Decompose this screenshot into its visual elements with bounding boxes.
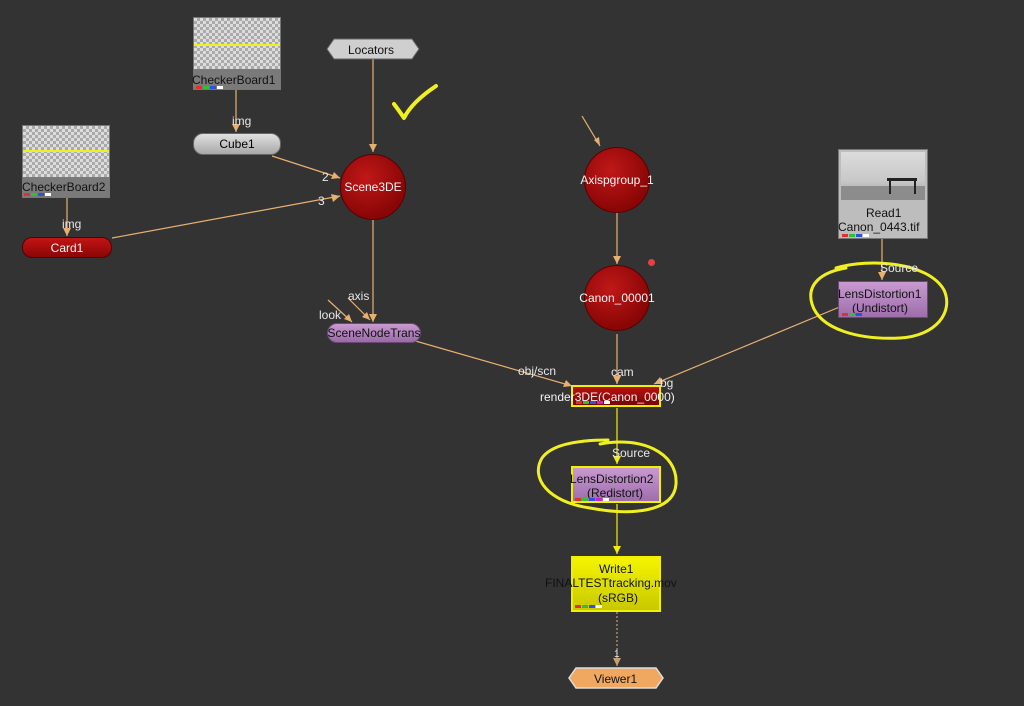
node-caption [194,69,280,89]
annotation-circle-undistort [809,261,949,340]
channel-chips [842,313,862,316]
node-card1[interactable]: Card1 [22,237,112,258]
node-read1-name: Read1 [866,206,902,220]
arrowhead [613,546,621,554]
node-scenenodetrans-label: SceneNodeTrans [327,326,421,340]
pipe-lensdistortion1-render3de [653,305,843,385]
arrowhead [232,124,240,132]
node-locators-label: Locators [348,43,395,57]
node-canon-camera-label: Canon_00001 [579,291,655,305]
arrowhead [654,377,663,384]
annotation-circle-redistort [536,438,678,514]
warning-icon [648,259,655,266]
arrowhead [613,256,621,264]
node-axispgroup[interactable]: Axispgroup_1 [580,147,654,213]
node-canon-camera[interactable]: Canon_00001 [579,265,655,331]
arrowhead [563,380,572,387]
thumbnail-table-leg [889,180,891,194]
thumbnail-table-leg [914,180,916,194]
checker-guide-line [23,150,109,152]
node-viewer1-label: Viewer1 [594,672,638,686]
checker-guide-line [194,44,280,46]
input-label-source: Source [612,446,651,460]
input-label-source: Source [880,261,919,275]
arrowhead [362,312,370,320]
arrowhead [63,228,71,236]
thumbnail-table [887,178,917,181]
node-lensdistortion1-name: LensDistortion1 [838,287,922,301]
input-label-look: look [319,308,342,322]
node-write1-colorspace: (sRGB) [598,591,638,605]
node-checkerboard1-label: CheckerBoard1 [192,73,276,87]
pipe-scenenodetrans-render3de [404,337,573,387]
input-label-img: img [232,114,252,128]
node-lensdistortion1[interactable] [838,281,928,318]
arrowhead [369,144,377,152]
input-label-viewer: 1 [614,649,620,660]
input-label-bg: bg [660,376,674,390]
node-checkerboard2-label: CheckerBoard2 [22,180,106,194]
node-read1-file: Canon_0443.tif [838,220,920,234]
node-cube1-label: Cube1 [219,137,255,151]
channel-chips [842,234,869,237]
pipe-cube1-scene3de [271,155,341,179]
arrowhead [344,314,352,322]
arrowhead [369,314,377,322]
arrowhead [613,376,621,384]
node-checkerboard2[interactable] [22,125,110,198]
thumbnail-floor [841,186,925,200]
arrowhead [613,456,621,464]
arrowhead [594,137,600,146]
pipe-card1-scene3de [111,195,341,239]
node-card1-label: Card1 [50,240,84,255]
arrowhead [613,658,621,666]
node-lensdistortion2[interactable] [571,466,661,503]
channel-chips [575,498,609,501]
arrowhead [331,194,340,202]
node-caption [23,177,109,197]
node-locators[interactable] [326,38,420,60]
node-render3de-label: render3DE(Canon_0000) [540,390,675,404]
channel-chips [24,193,51,196]
node-lensdistortion2-name: LensDistortion2 [570,472,654,486]
read1-thumbnail [841,152,925,200]
node-read1[interactable] [838,149,928,239]
annotation-checkmark [392,84,438,120]
channel-chips [196,86,223,89]
arrowhead [331,172,340,179]
node-scenenodetrans[interactable]: SceneNodeTrans [327,323,421,343]
node-lensdistortion2-mode: (Redistort) [587,486,644,500]
node-scene3de[interactable]: Scene3DE [340,154,406,220]
input-label-obj-scn: obj/scn [518,364,557,378]
node-lensdistortion1-mode: (Undistort) [852,301,909,315]
node-write1[interactable] [571,556,661,612]
arrowhead [878,272,886,280]
channel-chips [576,401,610,404]
node-checkerboard1[interactable] [193,17,281,90]
input-label-axis: axis [348,289,370,303]
channel-chips [575,605,602,608]
input-label-img: img [62,217,82,231]
node-scene3de-label: Scene3DE [344,180,402,194]
node-write1-file: FINALTESTtracking.mov [545,576,677,590]
input-label-cam: cam [611,365,634,379]
input-label-3: 3 [318,194,325,208]
input-label-2: 2 [322,170,329,184]
node-axispgroup-label: Axispgroup_1 [580,173,654,187]
node-cube1[interactable]: Cube1 [193,133,281,155]
node-viewer1[interactable] [568,667,664,689]
node-write1-name: Write1 [599,562,634,576]
